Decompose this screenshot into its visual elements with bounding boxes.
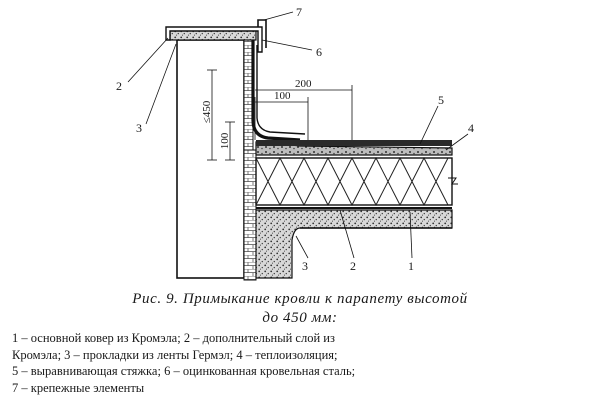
dimension-100-horizontal: 100 <box>274 90 291 102</box>
legend-line-2: Кромэла; 3 – прокладки из ленты Гермэл; … <box>12 347 338 362</box>
callout-3-bottom: 3 <box>302 259 308 273</box>
dimension-height-limit: ≤450 <box>201 100 213 123</box>
figure-caption: Рис. 9. Примыкание кровли к парапету выс… <box>0 290 600 328</box>
callout-3-top: 3 <box>136 121 142 135</box>
callout-2-bottom: 2 <box>350 259 356 273</box>
membrane-upturn <box>251 40 301 142</box>
callout-1: 1 <box>408 259 414 273</box>
callout-5: 5 <box>438 93 444 107</box>
parapet-core <box>176 39 245 279</box>
callout-2-top: 2 <box>116 79 122 93</box>
main-roof-membrane <box>256 140 452 146</box>
callout-6: 6 <box>316 45 322 59</box>
legend-line-4: 7 – крепежные элементы <box>12 380 145 395</box>
legend-line-1: 1 – основной ковер из Кромэла; 2 – допол… <box>12 331 335 345</box>
callout-4: 4 <box>468 121 474 135</box>
callout-7: 7 <box>296 5 302 19</box>
caption-line-1: Рис. 9. Примыкание кровли к парапету выс… <box>132 291 468 307</box>
caption-line-2: до 450 мм: <box>262 310 338 326</box>
dimension-lines <box>207 69 353 161</box>
fastening-element <box>257 19 267 48</box>
galvanized-steel-apron <box>165 26 263 53</box>
leader-lines <box>127 11 469 259</box>
dimension-100-vertical: 100 <box>219 132 231 149</box>
dimension-200: 200 <box>295 78 312 90</box>
legend-line-3: 5 – выравнивающая стяжка; 6 – оцинкованн… <box>12 364 356 378</box>
figure-legend: 1 – основной ковер из Кромэла; 2 – допол… <box>12 330 592 396</box>
additional-layer-upturn <box>256 45 306 135</box>
roof-parapet-section-drawing: ≤450 100 100 200 7 6 2 3 5 4 3 2 1 <box>116 5 474 281</box>
thermal-insulation <box>255 156 458 207</box>
parapet-lower-masonry <box>243 149 257 281</box>
